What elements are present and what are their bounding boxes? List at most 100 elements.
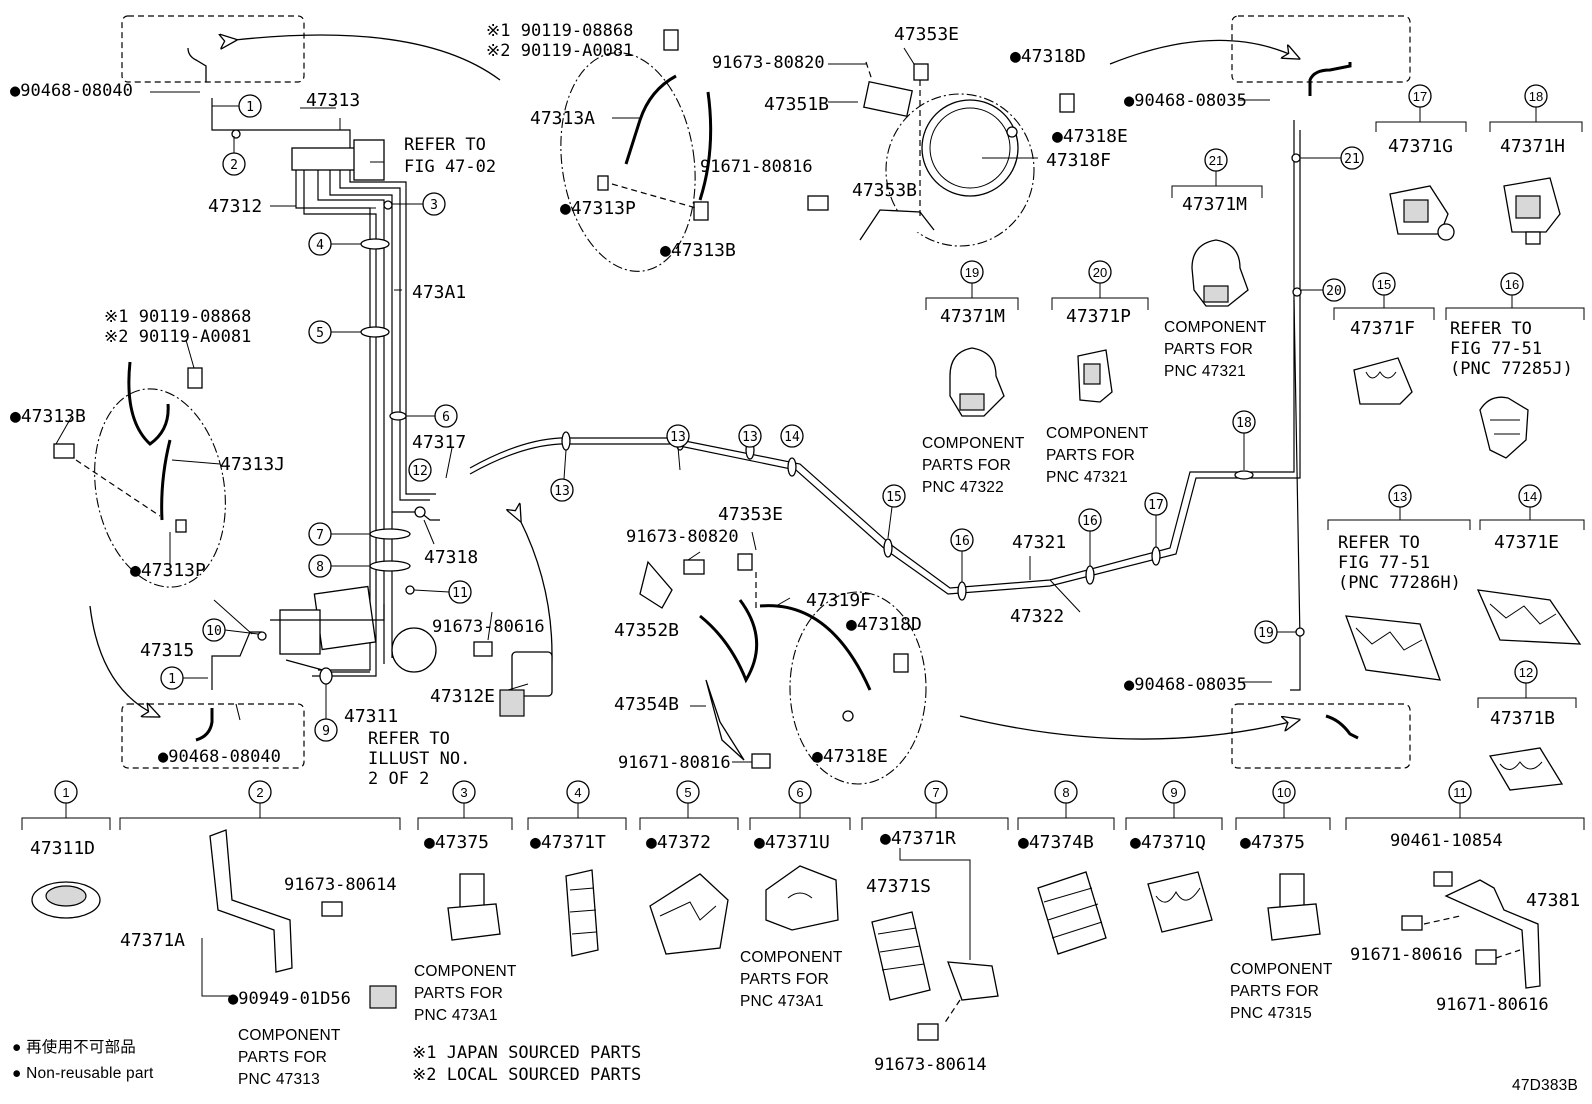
svg-text:COMPONENT: COMPONENT bbox=[922, 435, 1025, 452]
svg-text:PARTS FOR: PARTS FOR bbox=[1164, 341, 1253, 358]
label-ast1-left: ※1 90119-08868 bbox=[104, 307, 251, 327]
svg-text:PARTS FOR: PARTS FOR bbox=[1046, 447, 1135, 464]
arrow-to-detail bbox=[235, 35, 501, 81]
svg-text:COMPONENT: COMPONENT bbox=[1164, 319, 1267, 336]
svg-text:●47371U: ●47371U bbox=[754, 832, 830, 853]
connector-47312E bbox=[473, 641, 553, 717]
part-box-4: 4 ●47371T bbox=[527, 780, 627, 957]
bubble-1-top: 1 bbox=[212, 94, 262, 118]
svg-text:16: 16 bbox=[1082, 514, 1098, 529]
label-47352B: 47352B bbox=[614, 620, 679, 641]
label-90468-08040-top: ●90468-08040 bbox=[10, 81, 133, 101]
svg-text:(PNC 77286H): (PNC 77286H) bbox=[1338, 573, 1461, 593]
bubble-8: 8 bbox=[308, 554, 370, 578]
clamp-12: 12 47371B bbox=[1477, 660, 1577, 791]
part-labels: 47313 47312 473A1 47317 47318 47311 4731… bbox=[10, 21, 1247, 789]
label-47322: 47322 bbox=[1010, 606, 1064, 627]
svg-text:●47375: ●47375 bbox=[424, 832, 489, 853]
label-47313P-left: ●47313P bbox=[130, 560, 206, 581]
bubble-2: 2 bbox=[222, 136, 246, 176]
label-refer-illust-b: ILLUST NO. bbox=[368, 749, 470, 769]
label-47312E: 47312E bbox=[430, 686, 495, 707]
label-47313A: 47313A bbox=[530, 108, 595, 129]
part-box-11: 11 90461-10854 47381 91671-80616 91671-8… bbox=[1345, 780, 1585, 1015]
label-47313P-top: ●47313P bbox=[560, 198, 636, 219]
label-90468-08040-bot: ●90468-08040 bbox=[158, 747, 281, 767]
svg-text:19: 19 bbox=[965, 265, 979, 280]
svg-text:91673-80614: 91673-80614 bbox=[284, 875, 397, 895]
part-box-2: 2 47371A 91673-80614 ●90949-01D56 COMPON… bbox=[119, 780, 401, 1088]
bottom-row-parts: 1 47311D 2 47371A 91673-80614 ●90949-01D… bbox=[21, 780, 1585, 1088]
bubble-17: 17 bbox=[1144, 492, 1168, 547]
svg-text:●47371R: ●47371R bbox=[880, 828, 956, 849]
svg-text:47371H: 47371H bbox=[1500, 136, 1565, 157]
svg-text:91671-80616: 91671-80616 bbox=[1436, 995, 1549, 1015]
label-47353E-mid: 47353E bbox=[718, 504, 783, 525]
svg-text:47371B: 47371B bbox=[1490, 708, 1555, 729]
label-91671-80816-top: 91671-80816 bbox=[700, 157, 813, 177]
bubble-12: 12 bbox=[408, 458, 432, 482]
svg-text:7: 7 bbox=[316, 528, 324, 543]
bracket-47381 bbox=[1444, 879, 1541, 989]
svg-text:1: 1 bbox=[62, 785, 69, 800]
clamp-13: 13 REFER TO FIG 77-51 (PNC 77286H) bbox=[1327, 484, 1471, 681]
legend-src1: ※1 JAPAN SOURCED PARTS bbox=[412, 1043, 641, 1063]
svg-text:19: 19 bbox=[1258, 626, 1274, 641]
svg-text:11: 11 bbox=[1453, 785, 1467, 800]
svg-text:PNC 473A1: PNC 473A1 bbox=[414, 1007, 498, 1024]
svg-text:9: 9 bbox=[322, 724, 330, 739]
svg-text:FIG 77-51: FIG 77-51 bbox=[1450, 339, 1542, 359]
bubble-14: 14 bbox=[780, 424, 804, 448]
label-47313J: 47313J bbox=[220, 454, 285, 475]
label-47313B-left: ●47313B bbox=[10, 406, 86, 427]
bracket-47371A bbox=[209, 829, 293, 973]
label-ast2-left: ※2 90119-A0081 bbox=[104, 327, 251, 347]
svg-text:PNC 47321: PNC 47321 bbox=[1164, 363, 1246, 380]
label-47318F: 47318F bbox=[1046, 150, 1111, 171]
svg-text:PNC 47321: PNC 47321 bbox=[1046, 469, 1128, 486]
svg-text:●47375: ●47375 bbox=[1240, 832, 1305, 853]
svg-text:8: 8 bbox=[1062, 785, 1069, 800]
svg-text:47371A: 47371A bbox=[120, 930, 185, 951]
master-cylinder-ref bbox=[391, 627, 437, 673]
svg-text:12: 12 bbox=[1519, 665, 1533, 680]
bubble-10: 10 bbox=[202, 618, 259, 642]
svg-text:COMPONENT: COMPONENT bbox=[1230, 961, 1333, 978]
label-47353E-top: 47353E bbox=[894, 24, 959, 45]
svg-text:16: 16 bbox=[1505, 277, 1519, 292]
svg-text:47371P: 47371P bbox=[1066, 306, 1131, 327]
bubble-5: 5 bbox=[308, 320, 361, 344]
label-90468-08035-bot: ●90468-08035 bbox=[1124, 675, 1247, 695]
label-90468-08035-top: ●90468-08035 bbox=[1124, 91, 1247, 111]
bracket-group-47319F bbox=[639, 553, 927, 785]
label-91673-80820-mid: 91673-80820 bbox=[626, 527, 739, 547]
bubble-21: 21 bbox=[1300, 146, 1364, 170]
bubble-9: 9 bbox=[314, 684, 338, 742]
svg-text:15: 15 bbox=[1377, 277, 1391, 292]
svg-text:47371E: 47371E bbox=[1494, 532, 1559, 553]
svg-text:7: 7 bbox=[932, 785, 939, 800]
svg-text:1: 1 bbox=[168, 672, 176, 687]
svg-text:47371M: 47371M bbox=[940, 306, 1005, 327]
label-473A1: 473A1 bbox=[412, 282, 466, 303]
label-refer-illust-c: 2 OF 2 bbox=[368, 769, 429, 789]
svg-text:COMPONENT: COMPONENT bbox=[414, 963, 517, 980]
label-47311: 47311 bbox=[344, 706, 398, 727]
hose-group-47313A bbox=[560, 29, 713, 272]
label-47321: 47321 bbox=[1012, 532, 1066, 553]
detail-box-bottom-left bbox=[89, 605, 305, 769]
svg-text:14: 14 bbox=[784, 430, 800, 445]
svg-text:8: 8 bbox=[316, 560, 324, 575]
svg-text:●47374B: ●47374B bbox=[1018, 832, 1094, 853]
label-47318: 47318 bbox=[424, 547, 478, 568]
bubble-13c: 13 bbox=[738, 424, 762, 448]
clamp-19: 19 47371M COMPONENT PARTS FOR PNC 47322 bbox=[922, 260, 1025, 496]
clamp-16: 16 REFER TO FIG 77-51 (PNC 77285J) bbox=[1445, 272, 1585, 459]
clamp-18: 18 47371H bbox=[1489, 84, 1583, 245]
label-91671-80816-mid: 91671-80816 bbox=[618, 753, 731, 773]
svg-text:●47371Q: ●47371Q bbox=[1130, 832, 1206, 853]
label-refer-47-02-b: FIG 47-02 bbox=[404, 157, 496, 177]
label-91673-80820-top: 91673-80820 bbox=[712, 53, 825, 73]
svg-text:10: 10 bbox=[206, 624, 222, 639]
label-47312: 47312 bbox=[208, 196, 262, 217]
